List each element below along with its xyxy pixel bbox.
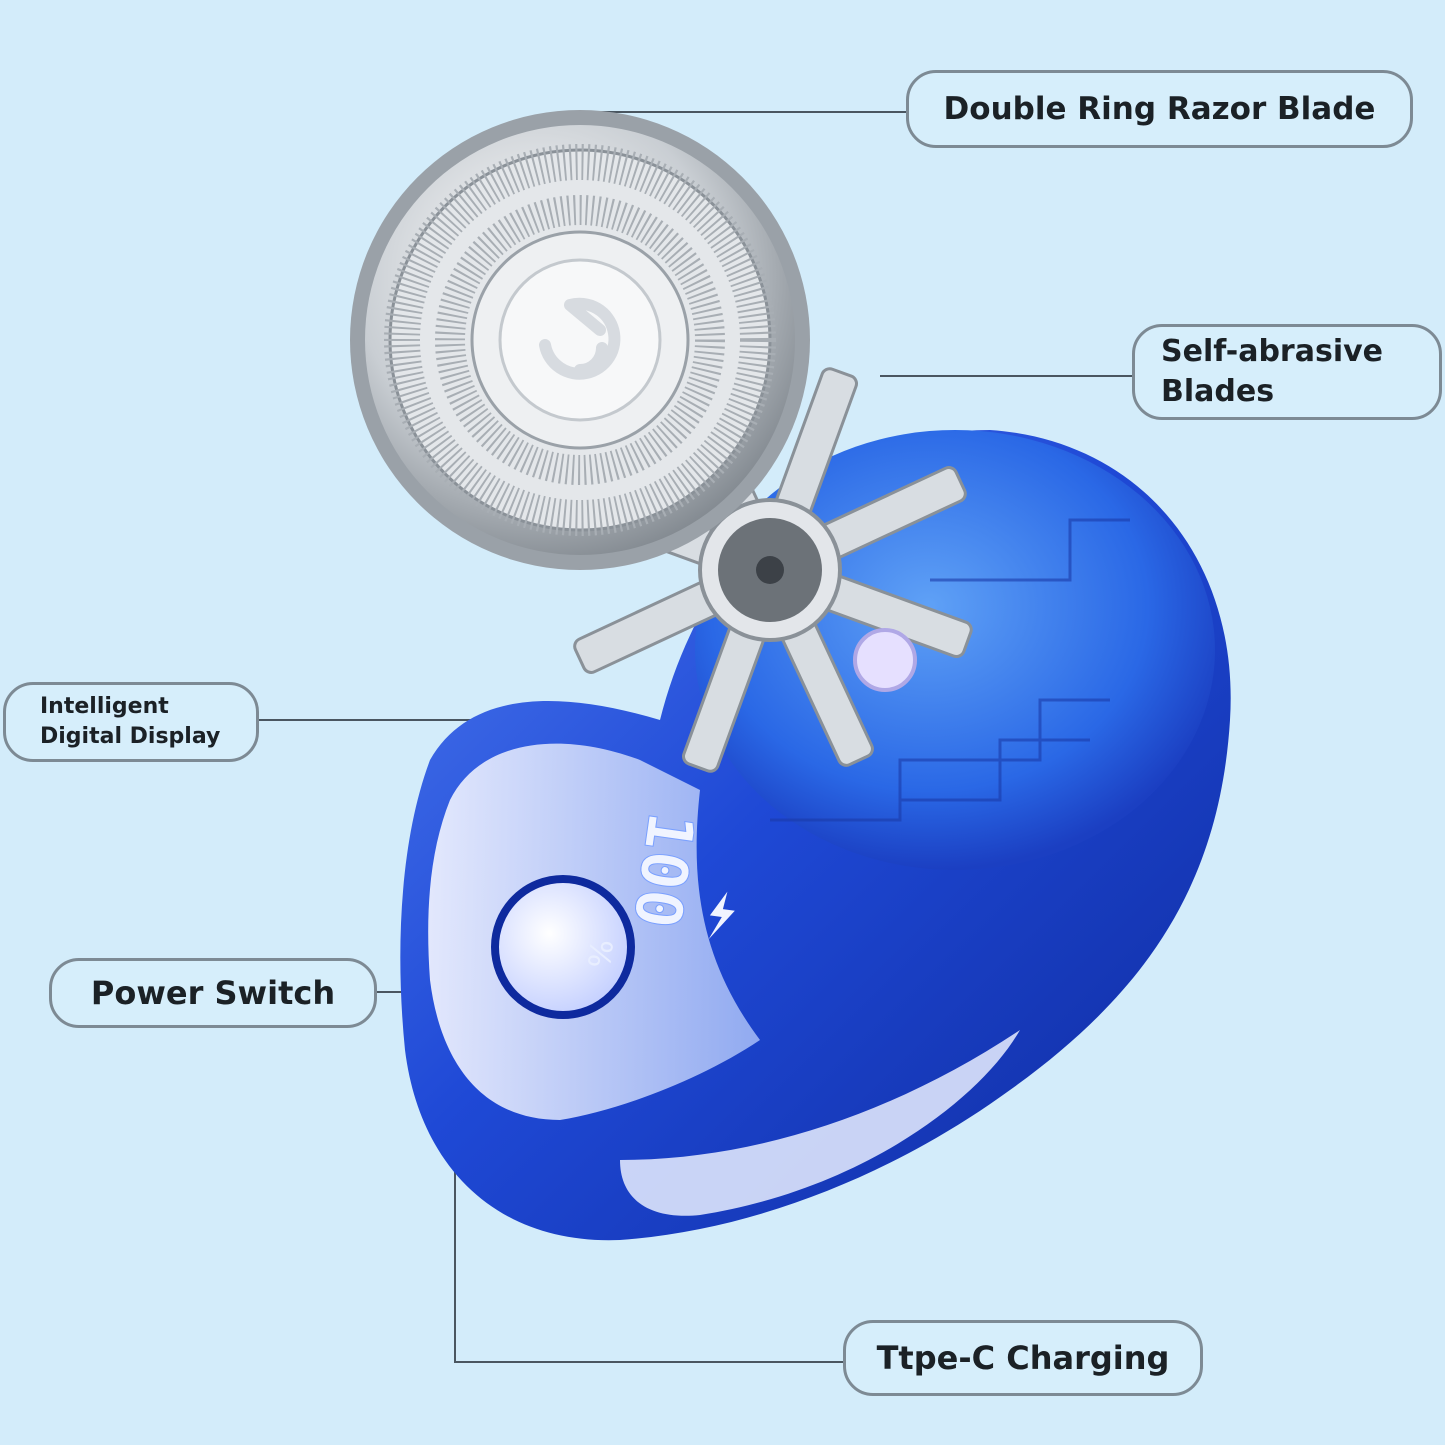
razor-center-cap — [498, 258, 662, 422]
callout-label-line2: Digital Display — [40, 724, 221, 749]
shaver-body — [400, 430, 1231, 1241]
callout-label: Power Switch — [90, 974, 336, 1012]
callout-intelligent-digital-display: Intelligent Digital Display — [3, 682, 259, 762]
callout-label: Ttpe-C Charging — [876, 1339, 1170, 1377]
motor-core — [756, 556, 784, 584]
razor-ring-inner — [435, 195, 725, 485]
display-percent: % — [580, 937, 619, 970]
led-light — [853, 628, 917, 692]
razor-head — [350, 110, 810, 570]
callout-self-abrasive-blades: Self-abrasive Blades — [1132, 324, 1442, 420]
lower-highlight — [620, 1030, 1020, 1216]
callout-type-c-charging: Ttpe-C Charging — [843, 1320, 1203, 1396]
callout-label-line1: Intelligent — [40, 694, 169, 719]
callout-label: Double Ring Razor Blade — [943, 91, 1376, 127]
callout-label-line1: Self-abrasive — [1161, 334, 1384, 369]
digital-display: 100 % — [580, 807, 735, 970]
callout-double-ring-razor-blade: Double Ring Razor Blade — [906, 70, 1413, 148]
callout-power-switch: Power Switch — [49, 958, 377, 1028]
display-digits: 100 — [618, 808, 707, 933]
callout-label-line2: Blades — [1161, 374, 1275, 409]
razor-ring-outer — [384, 144, 776, 536]
brand-logo-icon — [539, 297, 621, 380]
charging-bolt-icon — [708, 891, 735, 940]
power-button[interactable] — [491, 875, 635, 1019]
dome-traces — [770, 518, 1130, 822]
